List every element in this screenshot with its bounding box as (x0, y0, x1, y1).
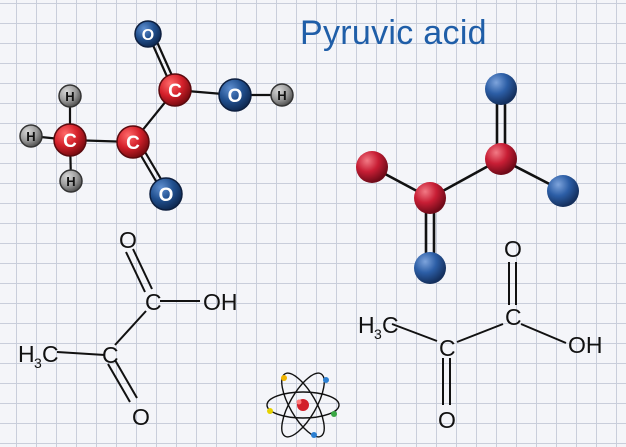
skeletal-formula-left: O C OH H 3 C C O (18, 227, 238, 430)
svg-text:H: H (277, 88, 286, 103)
hydroxyl-label: OH (568, 332, 603, 358)
atom-H1: H (270, 83, 294, 107)
oxygen-label: O (119, 227, 137, 253)
methyl-c-label: C (382, 312, 399, 338)
atom-H4: H (59, 169, 83, 193)
carbon-ball (485, 143, 517, 175)
oxygen-ball (547, 175, 579, 207)
svg-text:C: C (63, 131, 77, 152)
skeletal-formula-right: O C OH H 3 C C O (358, 236, 603, 433)
oxygen-label: O (504, 236, 522, 262)
carbon-label: C (439, 335, 456, 361)
bond (391, 323, 438, 342)
methyl-subscript: 3 (34, 355, 42, 371)
atom-C3: C (53, 123, 87, 157)
svg-text:O: O (142, 27, 154, 44)
bond (456, 323, 504, 343)
bond (56, 351, 106, 356)
ball-stick-model (30, 32, 282, 194)
methyl-h-label: H (358, 312, 375, 338)
methyl-subscript: 3 (374, 326, 382, 342)
svg-text:H: H (66, 174, 75, 189)
ball-stick-atoms: O C O H C O C (19, 20, 294, 211)
carbon-label: C (505, 304, 522, 330)
bond (132, 248, 153, 290)
hydroxyl-label: OH (203, 289, 238, 315)
carbon-label: C (145, 289, 162, 315)
svg-text:O: O (159, 185, 174, 206)
atom-O1: O (134, 20, 162, 48)
svg-text:O: O (228, 86, 243, 107)
methyl-h-label: H (18, 341, 35, 367)
atom-C2: C (116, 125, 150, 159)
bond (107, 363, 131, 403)
oxygen-ball (485, 73, 517, 105)
methyl-c-label: C (42, 341, 59, 367)
atom-H2: H (58, 84, 82, 108)
bond (114, 310, 147, 346)
oxygen-label: O (438, 407, 456, 433)
carbon-ball (414, 182, 446, 214)
atom-H3: H (19, 124, 43, 148)
atom-O2: O (218, 78, 252, 112)
carbon-label: C (102, 342, 119, 368)
space-ball-model (356, 73, 579, 284)
oxygen-ball (414, 252, 446, 284)
atom-O3: O (149, 177, 183, 211)
oxygen-ball (356, 151, 388, 183)
svg-text:C: C (168, 81, 182, 102)
bond (125, 251, 146, 293)
svg-text:C: C (126, 133, 140, 154)
atom-C1: C (158, 73, 192, 107)
svg-text:H: H (26, 129, 35, 144)
oxygen-label: O (132, 404, 150, 430)
svg-text:H: H (65, 89, 74, 104)
atom-icon (266, 372, 340, 438)
bond (114, 359, 138, 399)
page-title: Pyruvic acid (300, 14, 487, 52)
bond (520, 323, 567, 344)
